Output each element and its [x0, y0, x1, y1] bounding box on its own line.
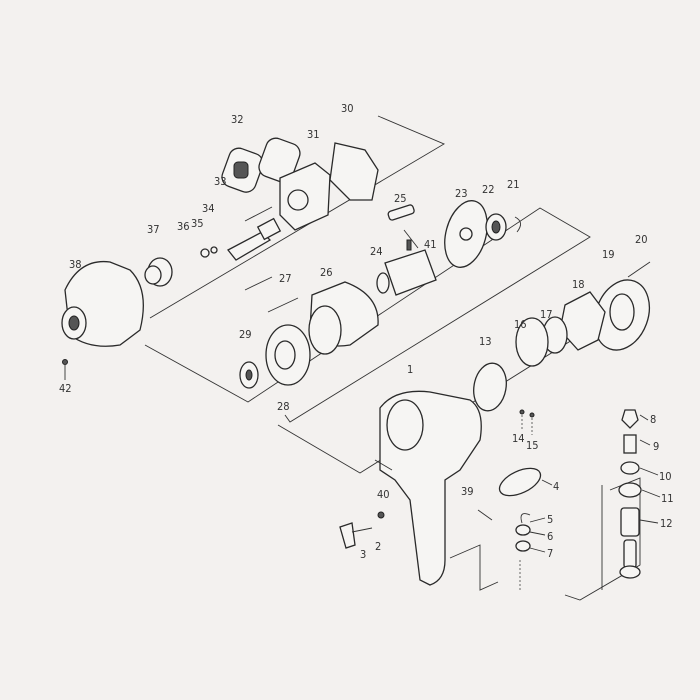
label-7: 7	[547, 547, 553, 560]
label-41: 41	[424, 238, 437, 251]
part-4-button	[498, 467, 542, 497]
label-23: 23	[455, 187, 468, 200]
label-2: 2	[375, 540, 381, 553]
part-34-anvil	[227, 231, 272, 261]
group-outline-motor	[144, 207, 591, 423]
label-40: 40	[377, 488, 390, 501]
label-22: 22	[482, 183, 495, 196]
label-12: 12	[660, 517, 673, 530]
part-10-o-ring	[620, 461, 640, 475]
label-28: 28	[277, 400, 290, 413]
part-16-o-ring	[515, 317, 549, 367]
label-32: 32	[231, 113, 244, 126]
label-25: 25	[394, 192, 407, 205]
label-15: 15	[526, 439, 539, 452]
part-40-pin	[374, 459, 393, 471]
label-6: 6	[547, 530, 553, 543]
part-33-pin	[244, 206, 273, 222]
part-2-seal	[377, 511, 385, 519]
part-30-gasket	[329, 142, 379, 201]
label-19: 19	[602, 248, 615, 261]
part-13-reverse-valve	[473, 362, 507, 412]
label-35: 35	[191, 217, 204, 230]
label-4: 4	[553, 480, 559, 493]
part-9-spring	[623, 434, 637, 454]
label-24: 24	[370, 245, 383, 258]
part-6-washer	[515, 524, 531, 536]
part-38-front-housing	[61, 260, 144, 347]
label-8: 8	[650, 413, 656, 426]
label-42: 42	[59, 382, 72, 395]
part-3-trigger	[339, 522, 356, 549]
part-11-o-ring	[618, 482, 642, 498]
part-41-pin	[406, 239, 412, 251]
label-14: 14	[512, 432, 525, 445]
label-3: 3	[360, 548, 366, 561]
leader-lines	[64, 229, 661, 590]
part-42-screw	[62, 359, 68, 365]
part-5-clip	[520, 513, 531, 524]
group-outline-trigger	[449, 544, 499, 591]
group-outline-hammer	[149, 115, 445, 319]
label-39: 39	[461, 485, 474, 498]
part-7-nut	[515, 540, 531, 552]
label-11: 11	[661, 492, 674, 505]
label-38: 38	[69, 258, 82, 271]
label-31: 31	[307, 128, 320, 141]
label-9: 9	[653, 440, 659, 453]
group-outline-valve	[564, 477, 641, 601]
part-20-screw	[627, 261, 651, 278]
label-34: 34	[202, 202, 215, 215]
label-10: 10	[659, 470, 672, 483]
label-29: 29	[239, 328, 252, 341]
part-24-rotor	[384, 249, 437, 296]
label-16: 16	[514, 318, 527, 331]
part-8-valve	[621, 409, 639, 429]
label-33: 33	[214, 175, 227, 188]
part-25-vane	[387, 204, 415, 221]
part-27-pin	[267, 297, 299, 313]
part-32-hammers	[221, 137, 301, 193]
label-36: 36	[177, 220, 190, 233]
label-13: 13	[479, 335, 492, 348]
part-21-clip	[514, 216, 521, 233]
label-17: 17	[540, 308, 553, 321]
label-21: 21	[507, 178, 520, 191]
part-39-pin	[477, 509, 493, 521]
label-5: 5	[547, 513, 553, 526]
part-37-bushing	[144, 257, 173, 287]
label-27: 27	[279, 272, 292, 285]
label-37: 37	[147, 223, 160, 236]
label-20: 20	[635, 233, 648, 246]
label-30: 30	[341, 102, 354, 115]
label-18: 18	[572, 278, 585, 291]
part-35-ring	[210, 246, 218, 254]
label-26: 26	[320, 266, 333, 279]
part-36-ring	[200, 248, 210, 258]
label-1: 1	[407, 363, 413, 376]
part-12-valve-bushing	[620, 507, 640, 537]
part-labels: 1 2 3 4 5 6 7 8 9 10 11 12 13 14 15 16 1…	[59, 102, 674, 561]
